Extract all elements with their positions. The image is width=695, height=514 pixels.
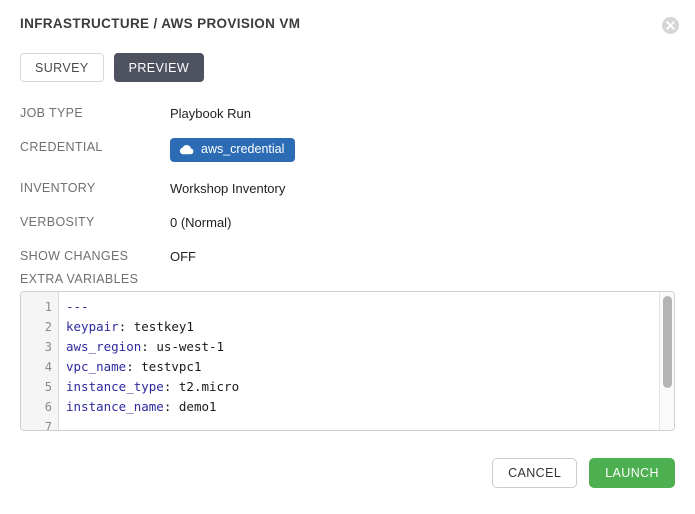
extra-variables-label: EXTRA VARIABLES	[20, 272, 139, 286]
editor-vertical-scrollbar[interactable]	[659, 292, 674, 430]
yaml-separator: :	[163, 399, 172, 414]
code-line: vpc_name: testvpc1	[66, 357, 674, 377]
code-line: keypair: testkey1	[66, 317, 674, 337]
cancel-button[interactable]: CANCEL	[492, 458, 578, 488]
yaml-value: us-west-1	[148, 339, 225, 354]
yaml-separator: :	[163, 379, 172, 394]
code-line: aws_region: us-west-1	[66, 337, 674, 357]
detail-row-inventory: INVENTORY Workshop Inventory	[20, 179, 675, 199]
verbosity-value: 0 (Normal)	[170, 215, 232, 230]
detail-row-verbosity: VERBOSITY 0 (Normal)	[20, 213, 675, 233]
code-line	[66, 417, 674, 430]
cloud-icon	[179, 144, 194, 155]
extra-variables-editor[interactable]: 1 2 3 4 5 6 7 --- keypair: testkey1 aws_…	[20, 291, 675, 431]
modal-header: INFRASTRUCTURE / AWS PROVISION VM	[0, 0, 695, 44]
line-number-gutter: 1 2 3 4 5 6 7	[21, 292, 59, 430]
job-type-label: JOB TYPE	[20, 106, 84, 120]
inventory-value: Workshop Inventory	[170, 181, 286, 196]
modal-footer: CANCEL LAUNCH	[492, 458, 675, 488]
line-number: 5	[44, 380, 52, 394]
detail-row-job-type: JOB TYPE Playbook Run	[20, 104, 675, 124]
tab-preview[interactable]: PREVIEW	[113, 53, 205, 82]
yaml-key: vpc_name	[66, 359, 127, 374]
verbosity-label: VERBOSITY	[20, 215, 95, 229]
yaml-separator: :	[141, 339, 149, 354]
line-number: 2	[44, 320, 52, 334]
page-title: INFRASTRUCTURE / AWS PROVISION VM	[20, 16, 301, 31]
scrollbar-thumb[interactable]	[663, 296, 672, 388]
yaml-value: demo1	[171, 399, 217, 414]
yaml-separator: :	[126, 359, 134, 374]
code-line: instance_name: demo1	[66, 397, 674, 417]
yaml-value: testvpc1	[133, 359, 202, 374]
tab-survey[interactable]: SURVEY	[20, 53, 104, 82]
detail-row-credential: CREDENTIAL aws_credential	[20, 138, 675, 162]
line-number: 6	[44, 400, 52, 414]
show-changes-value: OFF	[170, 249, 196, 264]
launch-button[interactable]: LAUNCH	[589, 458, 675, 488]
credential-label: CREDENTIAL	[20, 140, 103, 154]
close-icon[interactable]	[662, 17, 679, 34]
code-line: instance_type: t2.micro	[66, 377, 674, 397]
code-line: ---	[66, 297, 674, 317]
yaml-doc-start: ---	[66, 299, 89, 314]
credential-badge[interactable]: aws_credential	[170, 138, 296, 162]
job-type-value: Playbook Run	[170, 106, 251, 121]
tab-bar: SURVEY PREVIEW	[20, 53, 205, 82]
yaml-separator: :	[118, 319, 127, 334]
detail-row-show-changes: SHOW CHANGES OFF	[20, 247, 675, 267]
inventory-label: INVENTORY	[20, 181, 96, 195]
line-number: 3	[44, 340, 52, 354]
line-number: 4	[44, 360, 52, 374]
yaml-value: testkey1	[126, 319, 194, 334]
show-changes-label: SHOW CHANGES	[20, 249, 129, 263]
yaml-key: keypair	[66, 319, 119, 334]
job-details-list: JOB TYPE Playbook Run CREDENTIAL aws_cre…	[20, 104, 675, 281]
yaml-value: t2.micro	[171, 379, 240, 394]
line-number: 7	[44, 420, 52, 430]
yaml-key: instance_type	[66, 379, 164, 394]
yaml-key: instance_name	[66, 399, 164, 414]
code-content[interactable]: --- keypair: testkey1 aws_region: us-wes…	[59, 292, 674, 430]
line-number: 1	[44, 300, 52, 314]
yaml-key: aws_region	[66, 339, 142, 354]
credential-badge-label: aws_credential	[201, 142, 285, 156]
